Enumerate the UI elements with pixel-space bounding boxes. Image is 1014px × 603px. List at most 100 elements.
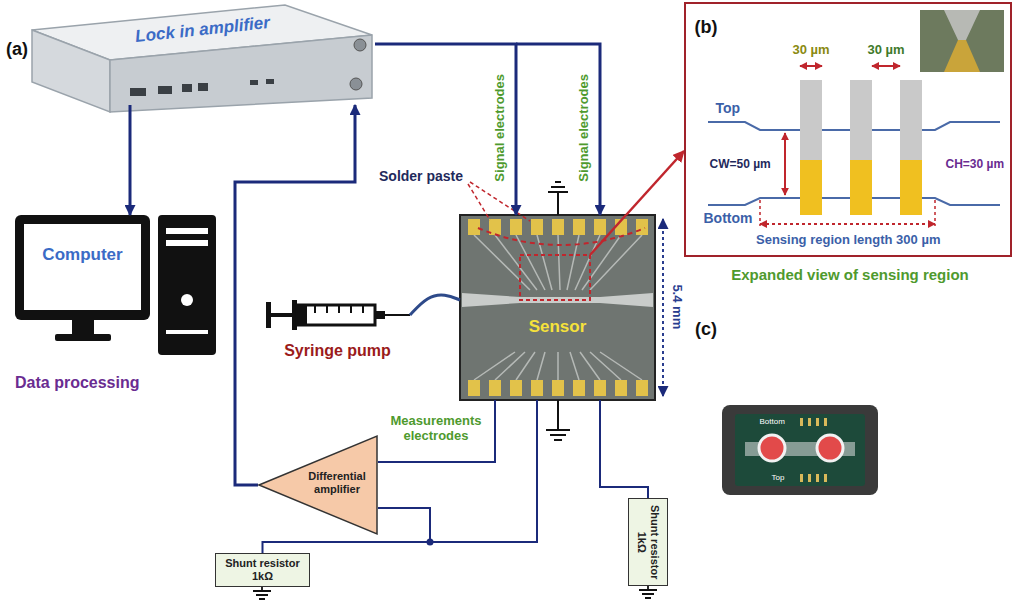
- contact-pads: [468, 380, 648, 396]
- dimension-arrow: [800, 65, 822, 67]
- side-label: Top: [716, 100, 741, 117]
- ground-symbol: [639, 586, 657, 598]
- amplifier-triangle: [259, 436, 377, 534]
- tube-port: [759, 435, 785, 461]
- electrode-traces: [474, 352, 642, 380]
- dimension-arrow: [784, 133, 786, 195]
- barrel: [297, 305, 375, 325]
- panel-letter: (c): [695, 319, 717, 341]
- syringe-icon: [266, 300, 410, 330]
- connectors: [130, 44, 684, 553]
- monitor-base: [55, 334, 111, 341]
- leader-line: [468, 182, 530, 221]
- zoom-leader: [590, 215, 626, 255]
- solder-arc: [478, 228, 645, 245]
- node-text: Lock in amplifier: [134, 13, 270, 47]
- ground-symbol: [253, 587, 271, 599]
- bnc-connector: [350, 78, 362, 90]
- graduations: [315, 305, 363, 313]
- computer-icon: [15, 215, 216, 355]
- dimension-arrow: [760, 223, 935, 225]
- lock-in-device: [32, 5, 372, 112]
- electrode-traces: [474, 235, 642, 290]
- connector: [410, 295, 460, 315]
- board-pins: [800, 418, 827, 482]
- dimension-label: Sensing region length 300 µm: [756, 232, 940, 248]
- chip-body: [460, 215, 655, 400]
- plunger-rod: [271, 313, 293, 317]
- zoom-region: [520, 255, 590, 300]
- shunt-resistor: Shunt resistor 1kΩ: [215, 553, 310, 587]
- node-text: Expanded view of sensing region: [686, 266, 1014, 284]
- micrograph-electrode: [944, 10, 980, 40]
- connector: [375, 44, 516, 215]
- dimension-arrow: [662, 219, 664, 396]
- connector: [235, 105, 355, 485]
- ground-symbol: [546, 400, 570, 440]
- panel-letter: (b): [695, 17, 718, 39]
- sensor: Sensor: [460, 215, 655, 400]
- connector: [378, 400, 495, 462]
- sensing-region-drawing: [708, 10, 1004, 226]
- node-text: Shunt resistor 1kΩ: [218, 557, 307, 583]
- device-side: [32, 30, 110, 112]
- device-ports: [130, 79, 274, 96]
- callout-label: Solder paste: [379, 168, 463, 185]
- dimension-label: 30 µm: [793, 42, 830, 58]
- solder-paste-mark: [468, 182, 645, 245]
- signal-label: Signal electrodes: [576, 74, 592, 182]
- node-text: Sensor: [460, 317, 655, 337]
- computer: ComputerData processing: [15, 215, 217, 400]
- node-text: Computer: [24, 245, 141, 265]
- node-text: Data processing: [15, 373, 139, 392]
- needle: [385, 314, 410, 316]
- top-electrode: [800, 80, 922, 160]
- node-text: Syringe pump: [265, 341, 410, 360]
- device-front: [110, 35, 372, 112]
- plunger-thumb: [266, 302, 271, 328]
- lock-in-amplifier: Lock in amplifier: [0, 0, 375, 105]
- dimension-label: CW=50 µm: [710, 157, 771, 171]
- circuit-board: [735, 414, 865, 486]
- dimension-label: 30 µm: [868, 42, 905, 58]
- micrograph-electrode: [944, 40, 980, 72]
- signal-label: Measurements electrodes: [386, 413, 486, 444]
- photo-text: Top: [772, 473, 785, 483]
- plunger-tip: [297, 305, 307, 325]
- tower: [158, 215, 216, 355]
- signal-wire: [516, 44, 600, 215]
- tower-slots: [166, 228, 208, 334]
- ground-symbol: [548, 182, 568, 215]
- nozzle: [375, 311, 385, 319]
- tube-port: [817, 435, 843, 461]
- signal-label: Signal electrodes: [492, 74, 508, 182]
- dimension-label: 5.4 mm: [669, 284, 685, 329]
- monitor: [15, 215, 150, 320]
- syringe-pump: Syringe pump: [265, 295, 410, 370]
- shunt-resistor: Shunt resistor 1kΩ: [628, 498, 668, 586]
- monitor-stand: [72, 320, 94, 334]
- dimension-label: CH=30 µm: [946, 157, 1005, 171]
- bnc-connector: [354, 39, 366, 51]
- connector: [600, 400, 648, 498]
- connector: [129, 105, 132, 215]
- differential-amplifier: Differential amplifier: [258, 435, 378, 535]
- connector: [626, 151, 684, 215]
- device-photo: [722, 405, 878, 495]
- panel-letter: (a): [6, 39, 28, 61]
- photo-text: Bottom: [760, 417, 785, 427]
- bottom-electrode: [800, 160, 922, 215]
- power-button: [181, 294, 193, 306]
- measurement-wire: [378, 508, 430, 542]
- node-text: Shunt resistor 1kΩ: [635, 501, 661, 583]
- side-label: Bottom: [704, 210, 753, 227]
- node-text: Differential amplifier: [298, 470, 376, 496]
- dimension-arrow: [872, 65, 900, 67]
- dimension-tick: [760, 200, 935, 226]
- micrograph: [920, 10, 1004, 72]
- sensor-chip: [460, 215, 655, 400]
- screen: [24, 224, 141, 310]
- photo-frame: [722, 405, 878, 495]
